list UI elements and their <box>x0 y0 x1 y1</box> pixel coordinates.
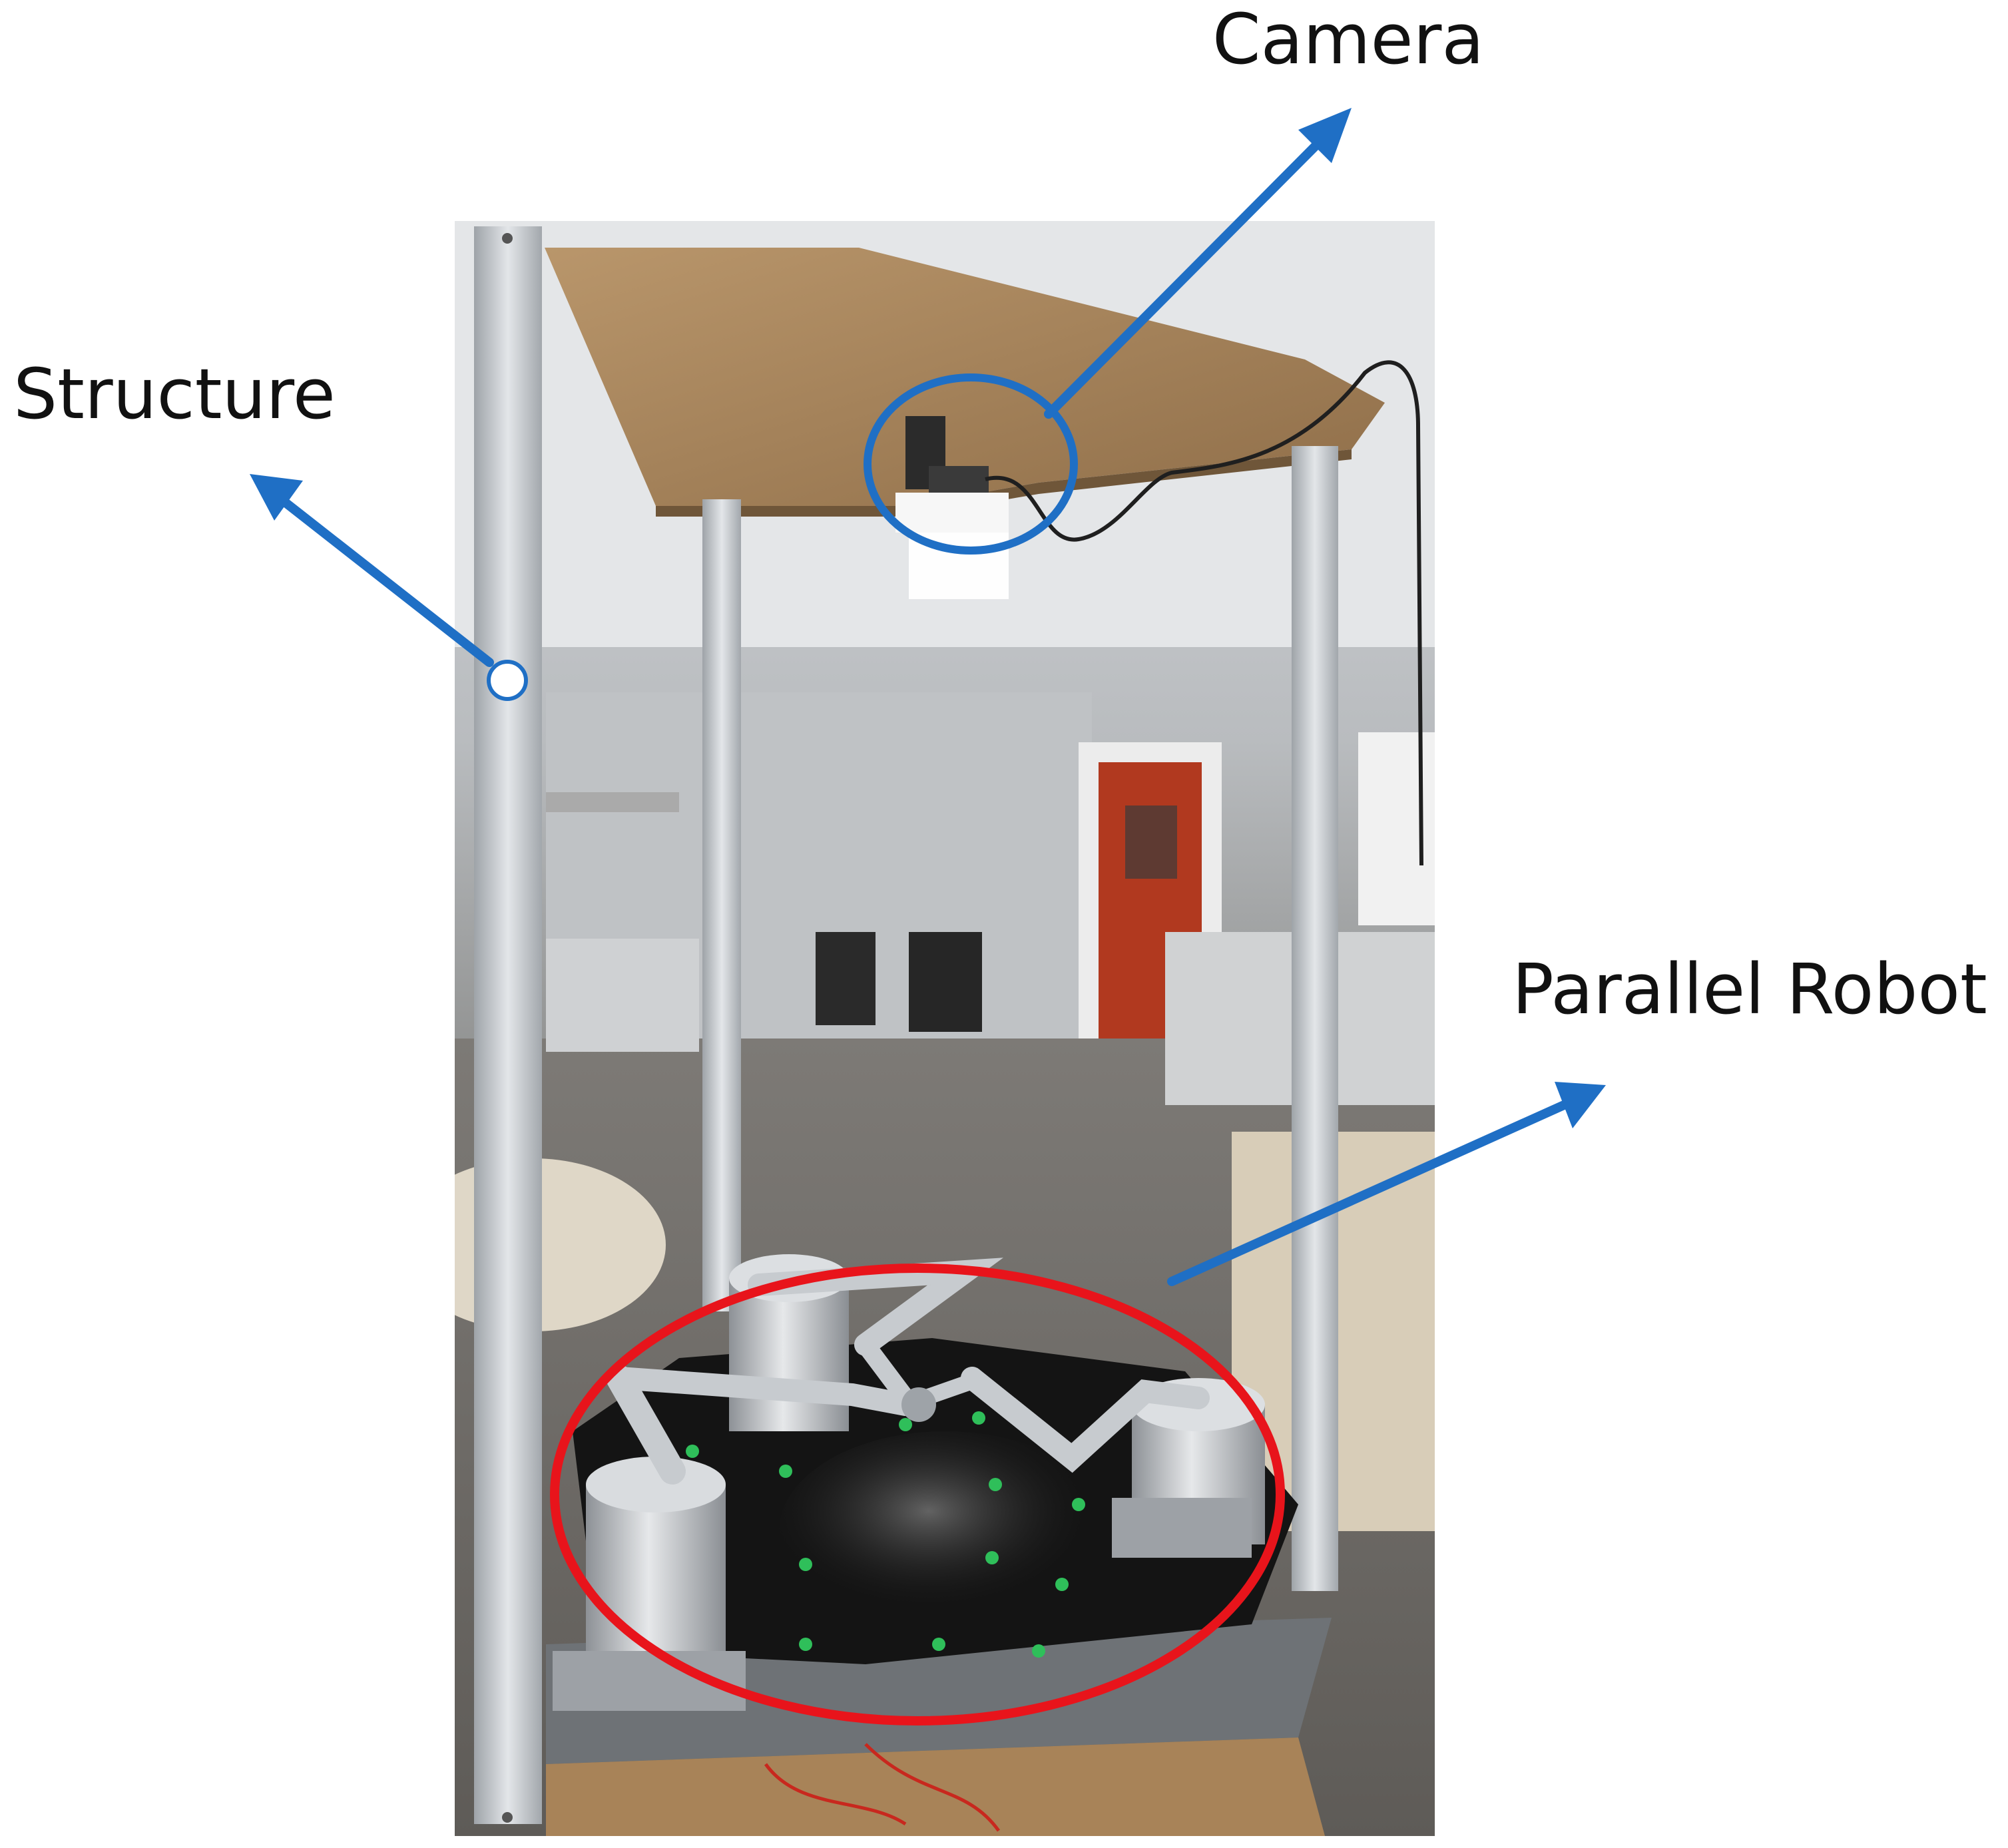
bolt-top <box>502 233 513 244</box>
chair-2 <box>909 932 982 1032</box>
robot-arrow-line <box>1167 1097 1576 1286</box>
structure-label: Structure <box>13 353 336 435</box>
calibration-dots <box>686 1411 1085 1658</box>
shelf-left <box>546 792 679 812</box>
motor-left <box>553 1457 746 1711</box>
front-post <box>474 226 542 1824</box>
door-grille <box>1125 806 1177 879</box>
bolt-bottom <box>502 1812 513 1823</box>
camera-arrow-line <box>1044 135 1326 419</box>
camera-label: Camera <box>1212 0 1484 80</box>
desk-left <box>546 939 699 1052</box>
red-wires <box>764 1743 1001 1832</box>
back-post-right <box>1292 446 1338 1591</box>
structure-arrow-head <box>250 474 303 521</box>
end-effector <box>901 1387 936 1422</box>
robot-arms <box>606 1258 1210 1485</box>
back-post-left <box>702 499 741 1311</box>
monitor-right <box>1358 732 1435 925</box>
camera-arrow-head <box>1298 108 1352 163</box>
structure-arrow-line <box>278 496 494 667</box>
motor-right <box>1112 1378 1265 1558</box>
chair-1 <box>816 932 876 1025</box>
parallel-robot-label: Parallel Robot <box>1512 949 1987 1030</box>
photo <box>455 221 1435 1836</box>
robot-highlight-ellipse <box>550 1264 1285 1726</box>
robot-arrow-head <box>1555 1082 1606 1128</box>
camera-highlight-ellipse <box>864 373 1078 555</box>
structure-marker <box>487 660 528 701</box>
camera-device <box>895 416 1009 533</box>
robot-base-glare <box>779 1431 1112 1631</box>
